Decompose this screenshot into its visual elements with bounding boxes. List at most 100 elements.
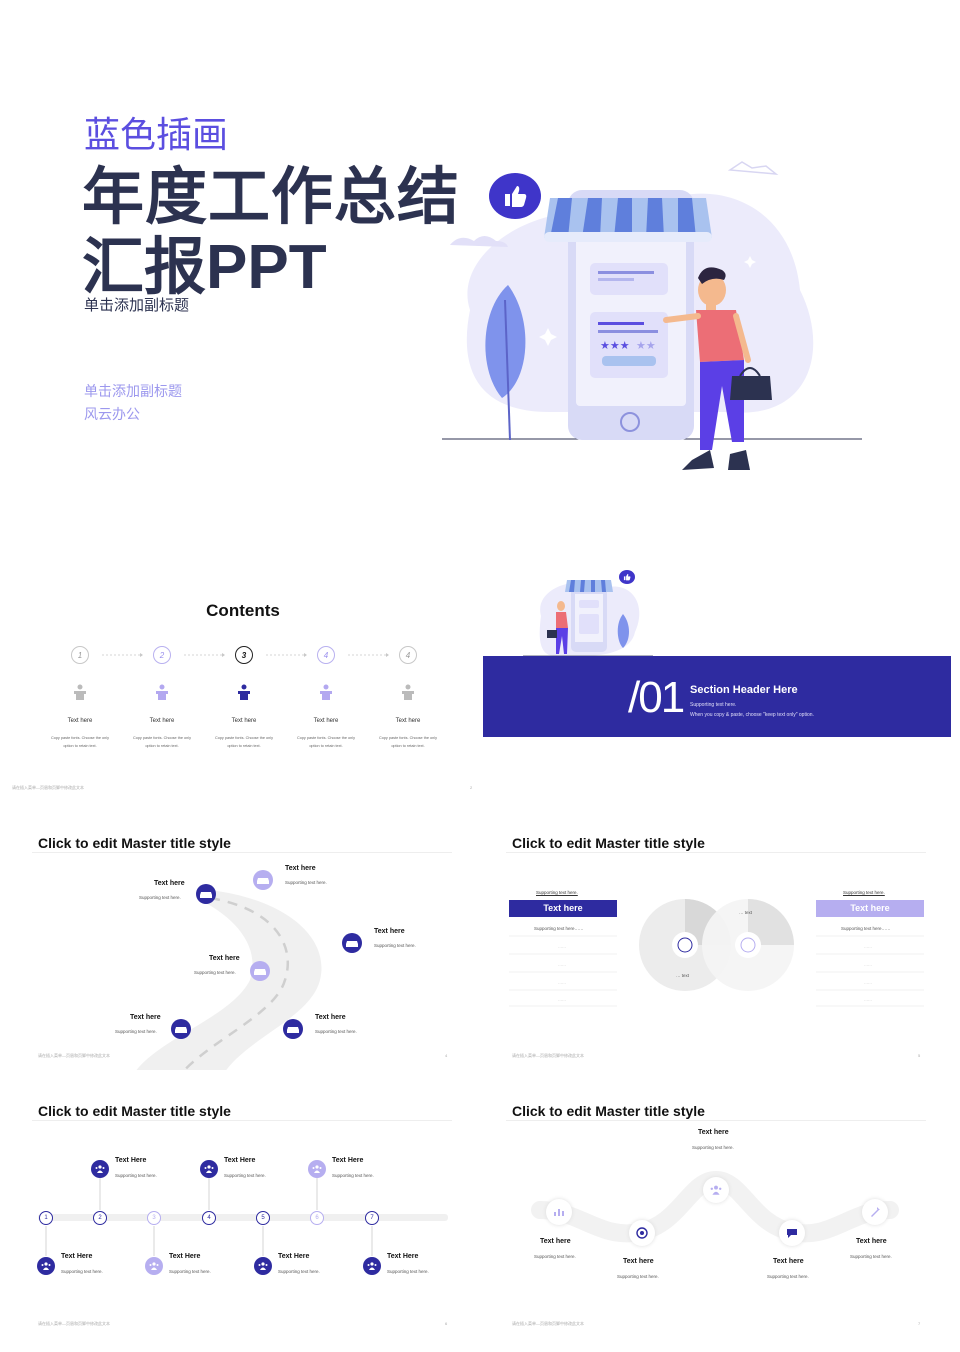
step-1-circle[interactable]: 1: [71, 646, 89, 664]
timeline-top-sub: Supporting text here.: [224, 1173, 266, 1178]
timeline-num-4[interactable]: 4: [202, 1211, 216, 1225]
timeline-top-sub: Supporting text here.: [332, 1173, 374, 1178]
cover-title-line3: 汇报PPT: [82, 233, 327, 302]
podium-icon: [402, 684, 414, 700]
thumbs-up-icon: [619, 570, 635, 584]
timeline-num-3[interactable]: 3: [147, 1211, 161, 1225]
timeline-num-6[interactable]: 6: [310, 1211, 324, 1225]
venn-label-b: … text: [676, 973, 690, 978]
step-2-number: 2: [159, 650, 165, 660]
team-icon-circle[interactable]: [37, 1257, 55, 1275]
step-2-circle[interactable]: 2: [153, 646, 171, 664]
wave-item-sub: Supporting text here.: [767, 1274, 809, 1279]
timeline-num-label: 3: [152, 1215, 156, 1221]
timeline-top-title: Text Here: [332, 1157, 364, 1164]
footer-note: 请在插入菜单—页眉和页脚中修改此文本: [12, 785, 84, 790]
title-divider: [32, 1120, 452, 1121]
team-icon-circle[interactable]: [145, 1257, 163, 1275]
venn-right-row: ……: [864, 944, 872, 949]
road-item-sub: Supporting text here.: [315, 1029, 357, 1034]
timeline-num-2[interactable]: 2: [93, 1211, 107, 1225]
chart-icon[interactable]: [546, 1199, 572, 1225]
venn-right-row: ……: [864, 962, 872, 967]
step-connectors: [102, 653, 389, 657]
team-icon-circle[interactable]: [91, 1160, 109, 1178]
thumbs-up-icon: [489, 173, 541, 219]
slide-title: Click to edit Master title style: [512, 1103, 705, 1119]
wave-item-title: Text here: [540, 1238, 571, 1245]
car-icons: [175, 878, 358, 1033]
slide-title: Click to edit Master title style: [38, 835, 231, 851]
timeline-num-label: 4: [207, 1215, 211, 1221]
step-4-circle[interactable]: 4: [317, 646, 335, 664]
step-2-label: Text here: [149, 718, 175, 724]
podium-icon: [320, 684, 332, 700]
step-5-circle[interactable]: 4: [399, 646, 417, 664]
timeline-num-label: 2: [98, 1215, 102, 1221]
team-icon-circle[interactable]: [254, 1257, 272, 1275]
section-slide: /01 Section Header Here Supporting text …: [483, 560, 951, 738]
step-1-number: 1: [77, 650, 83, 660]
venn-right-top: Supporting text here.: [843, 890, 885, 895]
venn-right-row: ……: [864, 980, 872, 985]
wave-item-title: Text here: [773, 1258, 804, 1265]
wave-item-title: Text here: [698, 1129, 729, 1136]
step-5-label: Text here: [395, 718, 421, 724]
timeline-num-label: 5: [261, 1215, 265, 1221]
venn-left-row: Supporting text here……: [534, 926, 584, 931]
venn-right-rules: [816, 935, 924, 1007]
cover-subtitle: 单击添加副标题: [84, 297, 190, 314]
page-number: 2: [470, 785, 473, 790]
team-icon-circle[interactable]: [200, 1160, 218, 1178]
venn-right-header: Text here: [816, 900, 924, 917]
cover-sub2: 单击添加副标题: [84, 383, 182, 399]
chat-icon[interactable]: [779, 1220, 805, 1246]
svg-text:★★: ★★: [636, 339, 656, 352]
timeline-num-1[interactable]: 1: [39, 1211, 53, 1225]
footer-note: 请在插入菜单—页眉和页脚中修改此文本: [38, 1321, 110, 1326]
tools-icon[interactable]: [862, 1199, 888, 1225]
venn-left-row: ……: [558, 980, 566, 985]
section-illustration: [523, 580, 653, 657]
wave-item-sub: Supporting text here.: [617, 1274, 659, 1279]
road-slide: Click to edit Master title style: [0, 820, 480, 1070]
podium-icon: [156, 684, 168, 700]
target-icon[interactable]: [629, 1220, 655, 1246]
venn-left-row: ……: [558, 997, 566, 1002]
step-3-label: Text here: [231, 718, 257, 724]
wave-item-sub: Supporting text here.: [692, 1145, 734, 1150]
road-item-sub: Supporting text here.: [115, 1029, 157, 1034]
road-item-title: Text here: [315, 1014, 346, 1021]
timeline-bottom-sub: Supporting text here.: [169, 1269, 211, 1274]
page-number: 4: [445, 1053, 448, 1058]
timeline-num-5[interactable]: 5: [256, 1211, 270, 1225]
cover-title-line1: 蓝色插画: [84, 114, 229, 155]
timeline-num-label: 1: [44, 1215, 48, 1221]
section-line2: When you copy & paste, choose "keep text…: [690, 712, 814, 718]
timeline-num-7[interactable]: 7: [365, 1211, 379, 1225]
timeline-track: [38, 1214, 448, 1221]
team-icon-circle[interactable]: [363, 1257, 381, 1275]
slide-title: Click to edit Master title style: [38, 1103, 231, 1119]
title-divider: [32, 852, 452, 853]
wave-item-sub: Supporting text here.: [850, 1254, 892, 1259]
podium-icon: [238, 684, 250, 700]
road-item-sub: Supporting text here.: [374, 943, 416, 948]
cover-title-line2: 年度工作总结: [82, 163, 461, 232]
team-icon-circle[interactable]: [308, 1160, 326, 1178]
venn-left-header: Text here: [509, 900, 617, 917]
venn-label-a: … text: [739, 910, 753, 915]
section-header: Section Header Here: [690, 684, 798, 696]
timeline-top-title: Text Here: [224, 1157, 256, 1164]
step-3-circle[interactable]: 3: [235, 646, 253, 664]
footer-note: 请在插入菜单—页眉和页脚中修改此文本: [512, 1053, 584, 1058]
page-number: 7: [918, 1321, 921, 1326]
group-icon[interactable]: [703, 1177, 729, 1203]
section-number: /01: [628, 673, 685, 722]
timeline-top-sub: Supporting text here.: [115, 1173, 157, 1178]
road-item-sub: Supporting text here.: [285, 880, 327, 885]
timeline-bottom-sub: Supporting text here.: [387, 1269, 429, 1274]
